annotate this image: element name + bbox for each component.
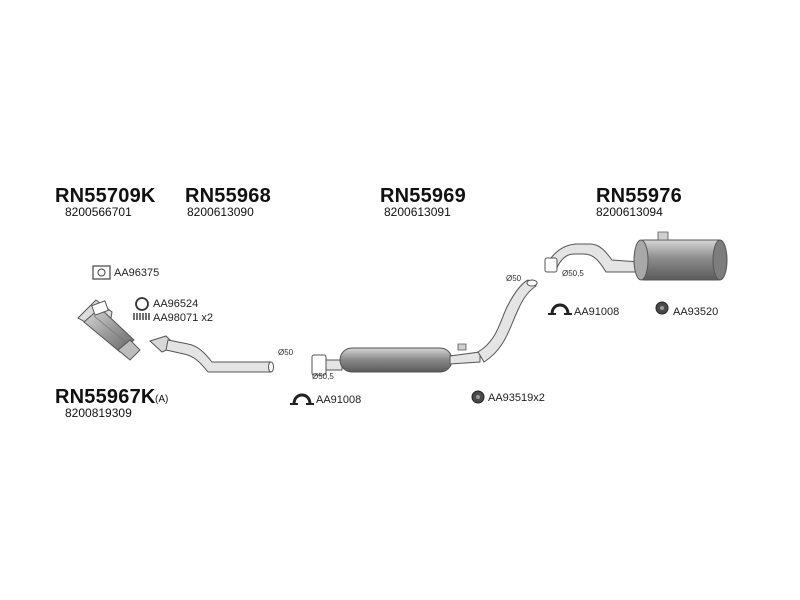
oem-number: 8200613091	[384, 205, 451, 219]
oem-number: 8200613094	[596, 205, 663, 219]
oem-number: 8200819309	[65, 406, 132, 420]
diameter-mid-outlet: Ø50	[506, 274, 522, 283]
spring-label: AA98071 x2	[153, 312, 213, 324]
ring-icon[interactable]	[135, 297, 149, 311]
spring-icon[interactable]	[133, 313, 150, 320]
oem-number: 8200613090	[187, 205, 254, 219]
diameter-mid-inlet: Ø50,5	[312, 372, 334, 381]
part-number: RN55968	[185, 185, 271, 207]
part-number: RN55967K	[55, 386, 156, 408]
diameter-front-pipe: Ø50	[278, 348, 294, 357]
gasket-icon[interactable]	[92, 265, 111, 280]
catalytic-converter[interactable]	[77, 299, 141, 361]
oem-number: 8200566701	[65, 205, 132, 219]
clamp-front-label: AA91008	[316, 394, 362, 406]
rubber-mount-icon[interactable]	[655, 301, 669, 315]
front-pipe[interactable]	[149, 335, 274, 373]
rubber-mid-label: AA93519x2	[488, 392, 545, 404]
part-number: RN55976	[596, 185, 682, 207]
clamp-icon[interactable]	[548, 303, 572, 315]
part-number: RN55709K	[55, 185, 156, 207]
clamp-icon[interactable]	[290, 393, 314, 405]
diameter-rear-inlet: Ø50,5	[562, 269, 584, 278]
part-suffix: (A)	[155, 394, 169, 405]
rear-silencer[interactable]	[544, 231, 728, 281]
clamp-rear-label: AA91008	[574, 306, 620, 318]
part-number: RN55969	[380, 185, 466, 207]
ring-label: AA96524	[153, 298, 199, 310]
middle-silencer[interactable]	[311, 279, 538, 376]
rubber-rear-label: AA93520	[673, 306, 719, 318]
rubber-mount-icon[interactable]	[471, 390, 485, 404]
gasket-label: AA96375	[114, 267, 160, 279]
